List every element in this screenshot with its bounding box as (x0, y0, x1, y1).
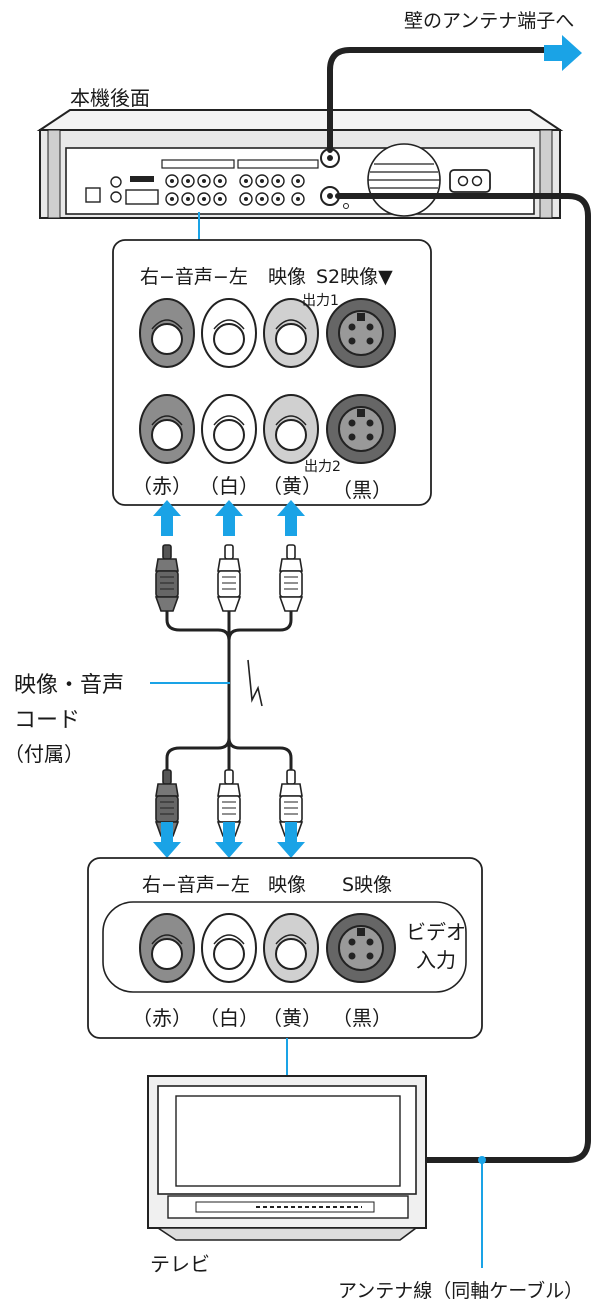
recorder-jack-pin (296, 179, 300, 183)
power-inlet (449, 169, 491, 193)
output-2-label: 出力2 (304, 459, 341, 475)
out-color-white: （白） (199, 474, 259, 498)
out-color-yellow: （黄） (262, 474, 322, 498)
tv-red-jack (139, 913, 195, 983)
plug-red-upper (155, 544, 179, 612)
television (147, 1075, 427, 1241)
out1-yellow-jack (263, 298, 319, 368)
arrows-to-tv (153, 822, 305, 858)
cable-label-line3: （付属） (4, 742, 84, 766)
out2-white-jack (201, 394, 257, 464)
out2-yellow-jack (263, 394, 319, 464)
out1-white-jack (201, 298, 257, 368)
recorder-jack-pin (276, 179, 280, 183)
tv-white-jack (201, 913, 257, 983)
tv-header-audio: 右−音声−左 (142, 874, 250, 896)
antenna-cable-dot (478, 1156, 486, 1164)
tv-color-yellow: （黄） (262, 1006, 322, 1030)
tv-color-white: （白） (199, 1006, 259, 1030)
recorder-jack-pin (244, 179, 248, 183)
antenna-cable-label: アンテナ線（同軸ケーブル） (338, 1280, 584, 1302)
cable-label-line1: 映像・音声 (14, 673, 125, 698)
recorder-rear-label: 本機後面 (70, 86, 150, 110)
tv-color-red: （赤） (132, 1006, 192, 1030)
out-color-red: （赤） (132, 474, 192, 498)
arrow-down-yellow (277, 822, 305, 858)
antenna-destination-label: 壁のアンテナ端子へ (404, 10, 575, 32)
arrow-down-white (215, 822, 243, 858)
arrow-up-red (153, 500, 181, 536)
tv-label: テレビ (150, 1252, 210, 1276)
tv-yellow-jack (263, 913, 319, 983)
antenna-in-out (320, 148, 349, 209)
cable-label-line2: コード (14, 708, 81, 733)
arrow-down-red (153, 822, 181, 858)
out1-red-jack (139, 298, 195, 368)
output-jacks (139, 298, 319, 464)
wall-antenna-cable (327, 47, 548, 153)
tv-header-video: 映像 (268, 874, 307, 896)
recorder-jack-rows (165, 174, 305, 206)
recorder-jack-pin (260, 197, 264, 201)
plug-yellow-upper (279, 544, 303, 612)
recorder-jack-pin (186, 197, 190, 201)
recorder-jack-pin (218, 197, 222, 201)
recorder-jack-pin (296, 197, 300, 201)
tv-color-black: （黒） (332, 1006, 392, 1030)
recorder-small-ports (85, 159, 319, 205)
s-video-jack-out2 (326, 394, 396, 464)
recorder-jack-pin (244, 197, 248, 201)
arrow-up-yellow (277, 500, 305, 536)
video-input-label-line2: 入力 (416, 948, 456, 972)
recorder-jack-pin (170, 179, 174, 183)
av-cable (165, 611, 293, 770)
recorder-jack-pin (218, 179, 222, 183)
wall-arrow (544, 35, 582, 71)
tv-antenna-cable (335, 193, 591, 1163)
cable-break-mark (247, 659, 263, 707)
recorder-jack-pin (260, 179, 264, 183)
out-header-video: 映像 (268, 266, 307, 288)
out-color-black: （黒） (332, 478, 392, 502)
fan-vent (367, 143, 441, 217)
recorder-jack-pin (170, 197, 174, 201)
arrows-to-output (153, 500, 305, 536)
output-1-label: 出力1 (302, 293, 339, 309)
video-input-label-line1: ビデオ (406, 920, 466, 944)
tv-input-jacks (139, 913, 319, 983)
recorder-jack-pin (202, 179, 206, 183)
out-header-s2: S2映像▼ (316, 266, 393, 288)
out2-red-jack (139, 394, 195, 464)
recorder-jack-pin (202, 197, 206, 201)
s-video-jack-tv (326, 913, 396, 983)
recorder-jack-pin (186, 179, 190, 183)
plug-white-upper (217, 544, 241, 612)
recorder (36, 109, 564, 219)
recorder-jack-pin (276, 197, 280, 201)
out-header-audio: 右−音声−左 (140, 266, 248, 288)
tv-header-s: S映像 (342, 874, 393, 896)
arrow-up-white (215, 500, 243, 536)
